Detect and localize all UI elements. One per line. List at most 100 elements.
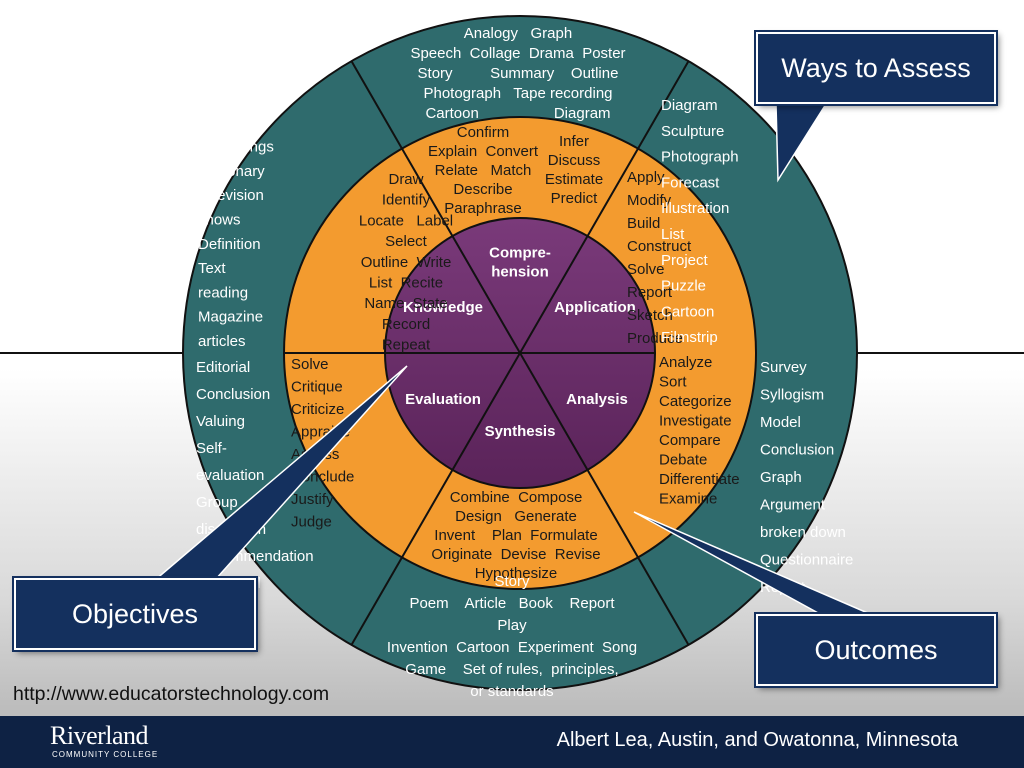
objective-verb-text: Justify [291,491,334,508]
outcomes-divider [350,556,403,646]
outcome-product-text: Cartoon [661,303,714,320]
objective-verb-text: Examine [659,491,717,508]
outcome-product-text: Conclusion [196,386,270,403]
objective-verb-text: Name State [364,295,447,312]
outcome-product-text: Conclusion [760,442,834,459]
objective-verb-text: Estimate [545,171,603,188]
objective-verb-text: Sketch [627,307,673,324]
footer-location: Albert Lea, Austin, and Owatonna, Minnes… [556,729,958,751]
outcome-product-text: Argument [760,497,826,514]
objective-verb-text: Solve [291,356,329,373]
objective-verb-text: Solve [627,261,665,278]
outcomes-divider [637,556,690,646]
outcome-product-text: Survey [760,359,807,376]
outcomes-divider [350,60,403,150]
objectives-callout: Objectives [14,578,256,650]
outcome-product-text: Puzzle [661,278,706,295]
objective-verb-text: Build [627,215,660,232]
outcome-product-text: broken down [760,524,846,541]
outcome-product-text: Speech Collage Drama Poster [410,45,625,62]
outcome-product-text: evaluation [196,467,264,484]
objective-verb-text: Originate Devise Revise [431,546,600,563]
objective-verb-text: Repeat [382,337,431,354]
objective-verb-text: Debate [659,452,707,469]
objective-verb-text: Modify [627,192,672,209]
objective-verb-text: Combine Compose [450,489,583,506]
core-divider [451,352,521,471]
core-label-text: Synthesis [485,423,556,440]
core-label-text: hension [491,264,549,281]
objective-verb-text: Explain Convert [428,143,539,160]
outcome-product-text: People [198,90,245,107]
outcomes-label: Outcomes [814,634,938,665]
outcome-product-text: Syllogism [760,387,824,404]
outcome-product-text: Play [497,617,527,634]
outcome-product-text: Invention Cartoon Experiment Song [387,639,637,656]
core-divider [519,352,589,471]
outcome-product-text: articles [198,333,246,350]
outcome-product-text: Diagram [661,97,718,114]
outcome-product-text: Events [198,114,244,131]
objective-verb-text: Predict [551,190,599,207]
objective-verb-text: Categorize [659,393,732,410]
objective-verb-text: Compare [659,432,721,449]
footer-bar: Riverland COMMUNITY COLLEGE Albert Lea, … [0,716,1024,768]
outcome-product-text: Analogy Graph [464,25,572,42]
objective-verb-text: Infer [559,133,589,150]
objective-verb-text: Critique [291,379,343,396]
core-label-text: Evaluation [405,391,481,408]
core-label-text: Analysis [566,391,628,408]
outcome-product-text: Self- [196,440,227,457]
core-divider [451,235,521,354]
core-label-text: Application [554,299,636,316]
outcome-product-text: Story [494,573,530,590]
objective-verb-text: Investigate [659,413,732,430]
objective-verb-text: Hypothesize [475,565,558,582]
outcome-product-text: Poem Article Book Report [409,595,615,612]
objective-verb-text: Analyze [659,354,712,371]
objective-verb-text: Design Generate [455,508,577,525]
college-logo-sub: COMMUNITY COLLEGE [52,750,159,759]
objectives-divider [401,148,454,237]
objective-verb-text: Discuss [548,152,601,169]
objective-verb-text: Relate Match [435,162,532,179]
outcome-product-text: Questionnaire [760,552,853,569]
objective-verb-text: Describe [453,181,512,198]
objective-verb-text: Judge [291,514,332,531]
outcome-product-text: Recordings [198,139,274,156]
core-label-text: Knowledge [403,299,483,316]
core-divider [519,235,589,354]
objectives-label: Objectives [71,598,199,629]
outcome-product-text: Magazine [198,309,263,326]
outcome-product-text: Definition [198,236,261,253]
objective-verb-text: Outline Write [361,254,452,271]
outcome-product-text: Text [198,260,226,277]
outcome-product-text: Model [760,414,801,431]
outcome-product-text: Valuing [196,413,245,430]
outcome-product-text: List [661,226,685,243]
objective-verb-text: Criticize [291,401,344,418]
objective-verb-text: Invent Plan Formulate [434,527,597,544]
pointer-ways [775,103,828,183]
objective-verb-text: Apply [627,169,665,186]
outcomes-divider [637,60,690,150]
outcome-product-text: Project [661,252,709,269]
outcome-product-text: Story Summary Outline [418,65,619,82]
outcome-product-text: Photograph Tape recording [423,85,612,102]
outcome-product-text: Dictionary [198,163,265,180]
outcome-product-text: Group [196,494,238,511]
objectives-divider [586,148,639,237]
ways-to-assess-callout: Ways to Assess [756,32,996,104]
outcome-product-text: Editorial [196,359,250,376]
outcome-product-text: Photograph [661,149,739,166]
objective-verb-text: List Recite [369,275,443,292]
objective-verb-text: Differentiate [659,471,740,488]
outcome-product-text: Game Set of rules, principles, [405,661,618,678]
objective-verb-text: Select [385,233,428,250]
objective-verb-text: Paraphrase [444,200,522,217]
source-url[interactable]: http://www.educatorstechnology.com [13,683,330,705]
objective-verb-text: Identify [382,192,431,209]
objective-verb-text: Sort [659,374,687,391]
core-label-text: Compre- [489,245,551,262]
